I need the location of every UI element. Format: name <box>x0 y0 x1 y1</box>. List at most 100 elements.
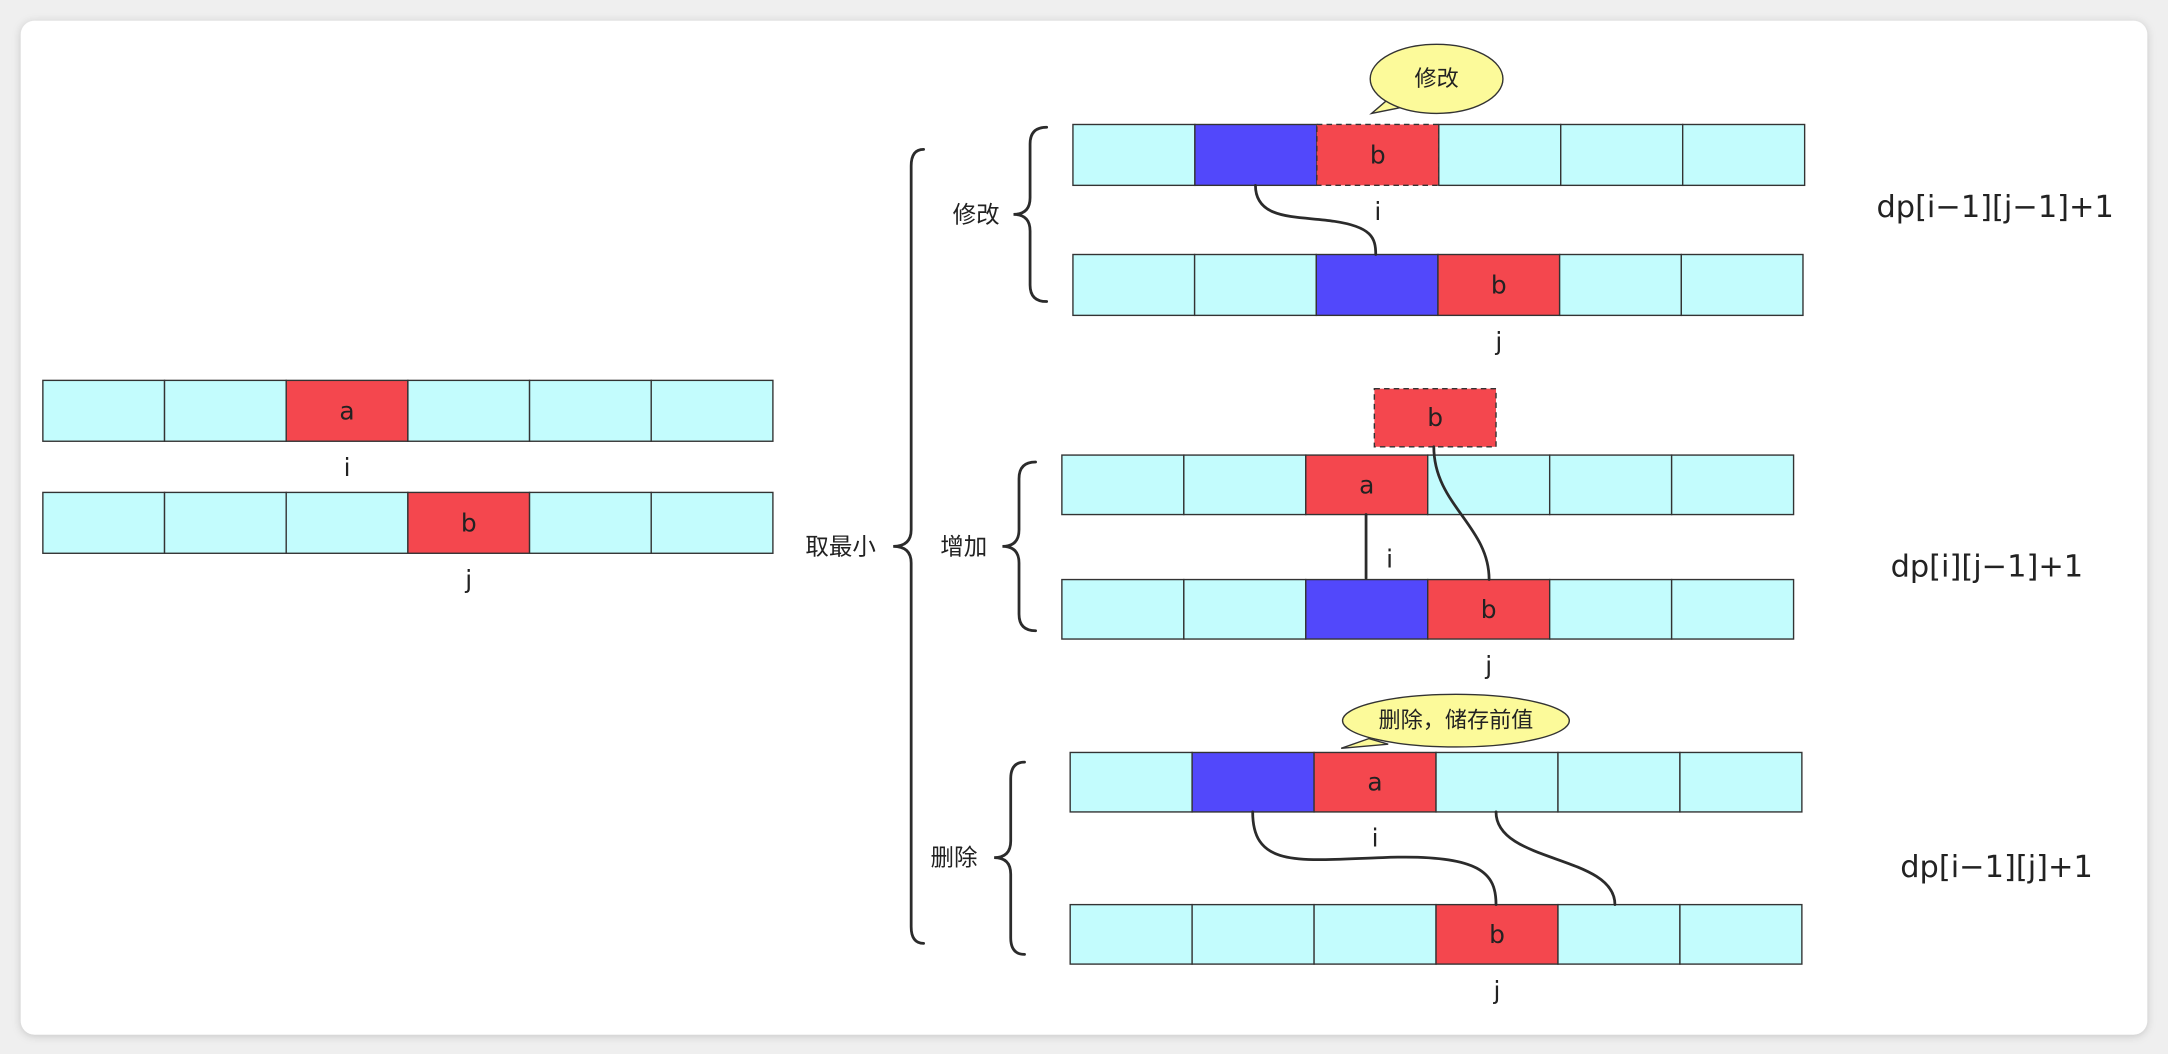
array-cell <box>163 379 287 442</box>
insert-curve-connector <box>1432 445 1491 581</box>
array-cell <box>1313 903 1437 965</box>
branch-delete-brace <box>994 760 1026 956</box>
array-cell-text: b <box>1491 270 1507 299</box>
array-cell <box>1681 123 1806 187</box>
array-cell-text: b <box>1370 140 1386 169</box>
connectors <box>1251 183 1617 906</box>
array-cell <box>1305 454 1429 516</box>
array-cell <box>1069 751 1193 813</box>
inserted-cell-text: b <box>1427 403 1443 432</box>
inserted-cell-box <box>1373 387 1497 448</box>
branch-insert-brace <box>1002 460 1037 633</box>
index-label: i <box>1386 544 1393 573</box>
main-brace <box>893 148 925 945</box>
branch-delete-label: 删除 <box>931 844 978 872</box>
index-label: j <box>1493 976 1501 1005</box>
array-cell-text: b <box>461 508 477 537</box>
array-cell <box>528 379 652 442</box>
modify-connector <box>1254 183 1378 256</box>
branch-insert: 增加 ai bj b dp[i][j−1]+1 <box>940 387 2084 680</box>
array-cell <box>1191 751 1315 813</box>
inserted-cell: b <box>1373 387 1497 448</box>
array-cell <box>1072 123 1196 187</box>
array-cell <box>407 379 531 442</box>
array-cell <box>407 491 531 554</box>
array-cell <box>1061 578 1185 640</box>
modify-row-top: bi <box>1072 123 1806 226</box>
delete-connector-2 <box>1494 810 1617 906</box>
branch-modify-brace <box>1013 125 1049 303</box>
insert-row-top: ai <box>1061 454 1795 573</box>
bubble-shape <box>1341 693 1571 748</box>
index-label: j <box>1494 327 1502 356</box>
array-cell <box>1680 253 1804 317</box>
array-cell <box>650 379 774 442</box>
modify-note-bubble: 修改 <box>1369 43 1504 115</box>
array-cell <box>1548 454 1673 516</box>
array-cell <box>1670 578 1795 640</box>
array-cell <box>1679 903 1803 965</box>
array-cell <box>1435 751 1559 813</box>
array-cell <box>1548 578 1673 640</box>
branch-modify-label: 修改 <box>953 200 1000 228</box>
array-cell <box>1069 903 1193 965</box>
array-cell <box>1193 253 1317 317</box>
array-cell <box>285 491 409 554</box>
array-cell <box>1437 253 1561 317</box>
array-cell <box>1427 454 1551 516</box>
array-cell <box>650 491 774 554</box>
array-cell <box>1305 578 1429 640</box>
array-cell <box>1560 123 1684 187</box>
branch-modify: 修改 修改 bi bj dp[i−1][j−1]+1 <box>953 43 2114 356</box>
array-cell <box>163 491 287 554</box>
array-cell <box>1072 253 1196 317</box>
array-cell-text: b <box>1489 920 1505 949</box>
initial-rows: ai bj <box>42 379 774 594</box>
array-cell <box>1558 253 1682 317</box>
index-label: i <box>344 453 351 482</box>
array-cell-text: a <box>339 396 354 425</box>
modify-formula: dp[i−1][j−1]+1 <box>1876 190 2113 225</box>
index-label: j <box>1484 651 1492 680</box>
min-label: 取最小 <box>805 532 875 560</box>
delete-note-text: 删除，储存前值 <box>1379 708 1534 734</box>
modify-row-bottom: bj <box>1072 253 1804 356</box>
array-cell <box>528 491 652 554</box>
bubble-shape <box>1369 43 1504 115</box>
array-cell <box>1194 123 1318 187</box>
array-cell <box>42 379 166 442</box>
delete-row-top: ai <box>1069 751 1803 853</box>
array-cell-text: a <box>1359 470 1374 499</box>
array-cell <box>1679 751 1803 813</box>
delete-connector-1 <box>1251 810 1498 906</box>
branch-insert-label: 增加 <box>940 532 987 560</box>
array-cell <box>1557 903 1681 965</box>
array-cell <box>1315 253 1439 317</box>
array-cell-text: a <box>1367 768 1382 797</box>
array-cell <box>1313 751 1437 813</box>
array-cell <box>1191 903 1315 965</box>
delete-note-bubble: 删除，储存前值 <box>1340 693 1571 750</box>
array-cell <box>1316 123 1440 187</box>
array-cell <box>1183 454 1307 516</box>
array-cell <box>1557 751 1681 813</box>
initial-row-j: bj <box>42 491 774 594</box>
array-cell <box>1438 123 1562 187</box>
array-cell-text: b <box>1481 595 1497 624</box>
array-cell <box>1061 454 1185 516</box>
array-cell <box>1183 578 1307 640</box>
modify-note-text: 修改 <box>1414 66 1458 92</box>
branch-delete: 删除 删除，储存前值 ai bj dp[i−1][j]+1 <box>931 693 2093 1005</box>
initial-row-i: ai <box>42 379 774 482</box>
delete-row-bottom: bj <box>1069 903 1803 1005</box>
insert-row-bottom: bj <box>1061 578 1795 680</box>
index-label: j <box>464 565 472 594</box>
index-label: i <box>1374 197 1381 226</box>
array-cell <box>42 491 166 554</box>
array-cell <box>1670 454 1795 516</box>
bubble-tail <box>1340 737 1389 750</box>
delete-formula: dp[i−1][j]+1 <box>1900 850 2093 885</box>
index-label: i <box>1372 824 1379 853</box>
insert-formula: dp[i][j−1]+1 <box>1891 550 2084 585</box>
